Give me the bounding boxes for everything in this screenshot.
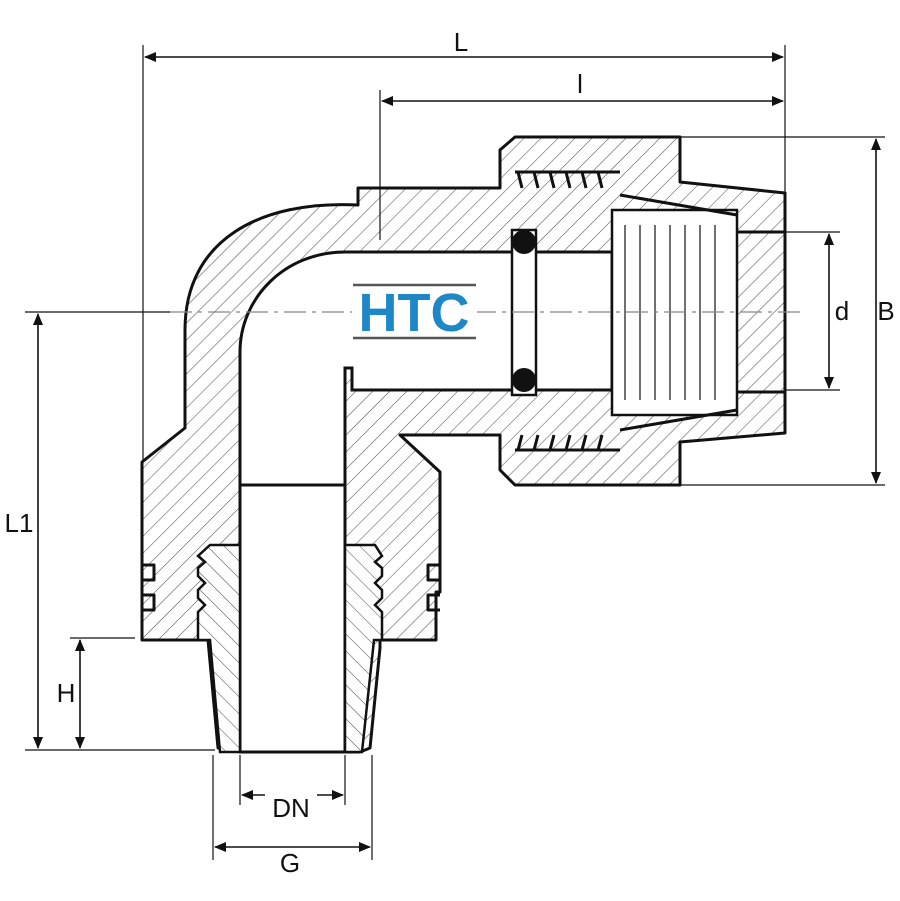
threaded-insert [142, 543, 440, 754]
logo-text: HTC [359, 283, 470, 343]
label-H: H [57, 678, 76, 708]
label-B: B [877, 296, 894, 326]
label-d: d [835, 296, 849, 326]
dimension-labels: L l B d L1 H DN G [0, 26, 895, 878]
htc-logo: HTC [352, 283, 477, 343]
label-DN: DN [272, 793, 310, 823]
dimension-lines [33, 52, 881, 852]
label-G: G [280, 848, 300, 878]
extension-lines [25, 45, 885, 860]
label-L: L [454, 27, 468, 57]
label-L1: L1 [5, 508, 34, 538]
label-l: l [577, 69, 583, 99]
